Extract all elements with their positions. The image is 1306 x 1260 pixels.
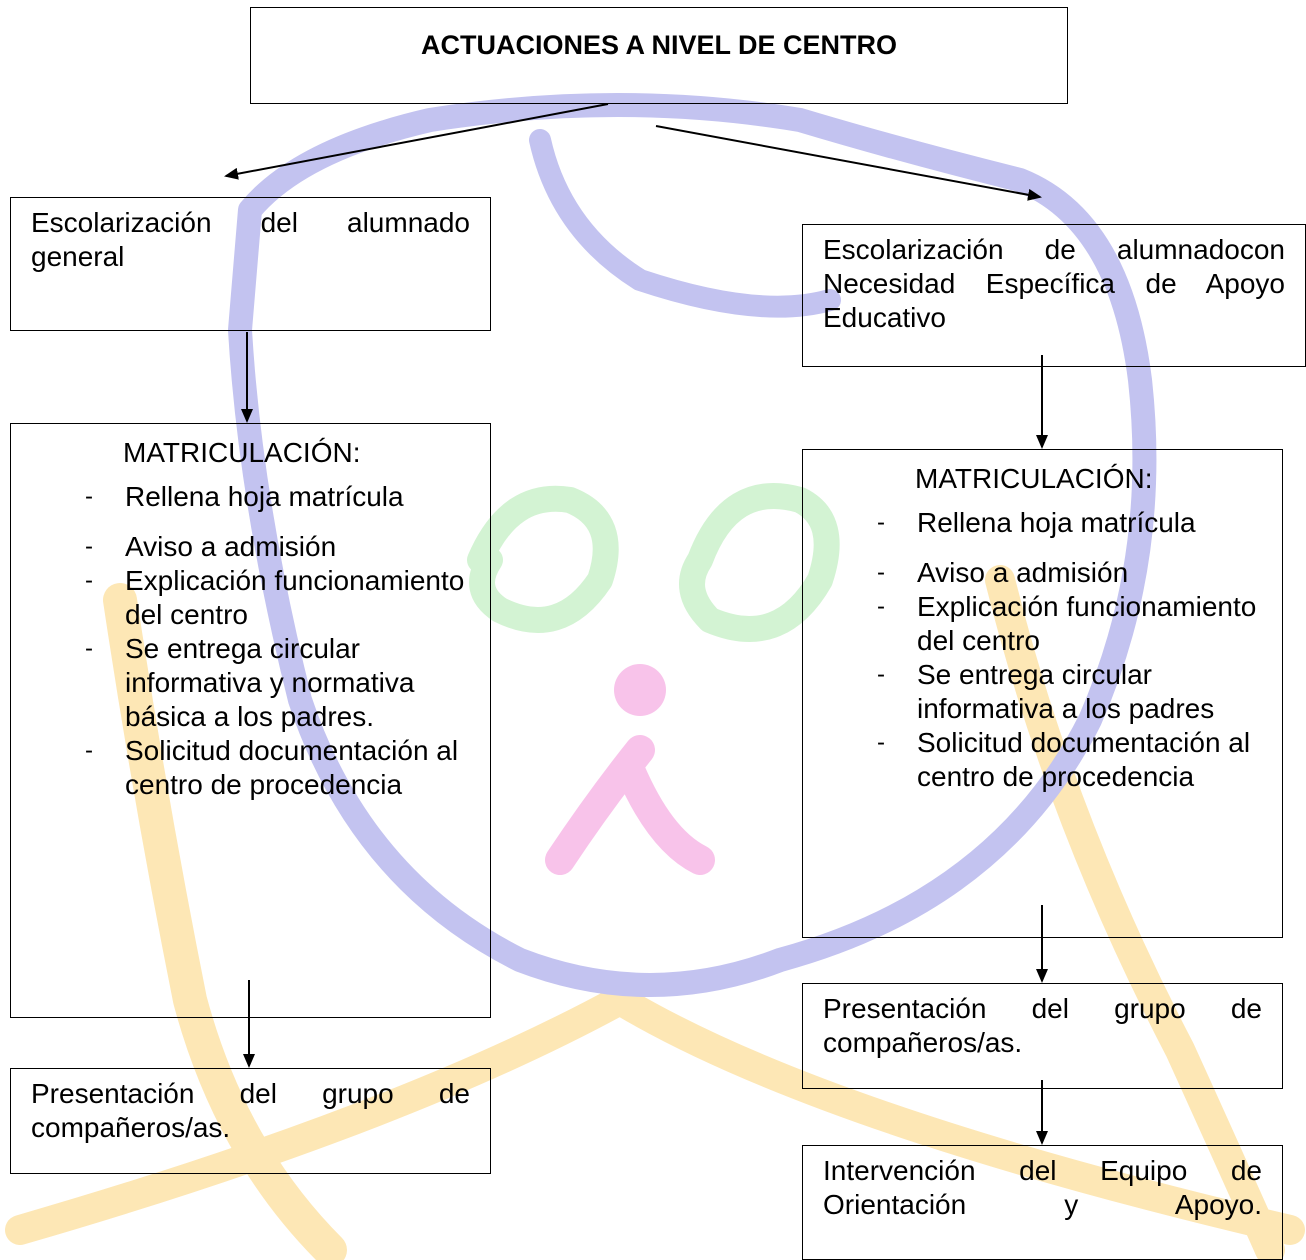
right-matriculacion-item: Aviso a admisión [803,556,1282,590]
right-presentacion-text: Presentación del grupo de compañeros/as. [823,993,1262,1058]
right-intervencion-box: Intervención del Equipo de Orientación y… [802,1145,1283,1260]
left-matriculacion-box: MATRICULACIÓN: Rellena hoja matrícula Av… [10,423,491,1018]
left-escolarizacion-text: Escolarización del alumnado general [31,207,470,272]
left-matriculacion-item: Rellena hoja matrícula [11,480,490,514]
right-matriculacion-item: Explicación funcionamiento del centro [803,590,1282,658]
watermark-pink-dot [614,664,666,716]
watermark-green-eye-left [467,485,619,633]
watermark-pink-stroke [545,735,715,875]
arrow-title-to-right [655,125,1042,201]
diagram-title: ACTUACIONES A NIVEL DE CENTRO [420,30,898,60]
left-presentacion-text: Presentación del grupo de compañeros/as. [31,1078,470,1143]
right-matriculacion-box: MATRICULACIÓN: Rellena hoja matrícula Av… [802,449,1283,938]
right-matriculacion-item: Solicitud documentación al centro de pro… [803,726,1282,794]
arrow-title-to-left [224,103,609,180]
left-escolarizacion-box: Escolarización del alumnado general [10,197,491,331]
left-matriculacion-heading: MATRICULACIÓN: [123,437,361,468]
left-matriculacion-item: Se entrega circular informativa y normat… [11,632,490,734]
left-matriculacion-item: Aviso a admisión [11,530,490,564]
right-matriculacion-heading: MATRICULACIÓN: [915,463,1153,494]
title-box: ACTUACIONES A NIVEL DE CENTRO [250,7,1068,104]
left-matriculacion-item: Solicitud documentación al centro de pro… [11,734,490,802]
left-presentacion-box: Presentación del grupo de compañeros/as. [10,1068,491,1174]
right-matriculacion-item: Se entrega circular informativa a los pa… [803,658,1282,726]
left-matriculacion-item: Explicación funcionamiento del centro [11,564,490,632]
right-presentacion-box: Presentación del grupo de compañeros/as. [802,983,1283,1089]
right-matriculacion-item: Rellena hoja matrícula [803,506,1282,540]
right-escolarizacion-text: Escolarización de alumnadocon Necesidad … [823,234,1285,333]
right-intervencion-text: Intervención del Equipo de Orientación y… [823,1155,1262,1220]
